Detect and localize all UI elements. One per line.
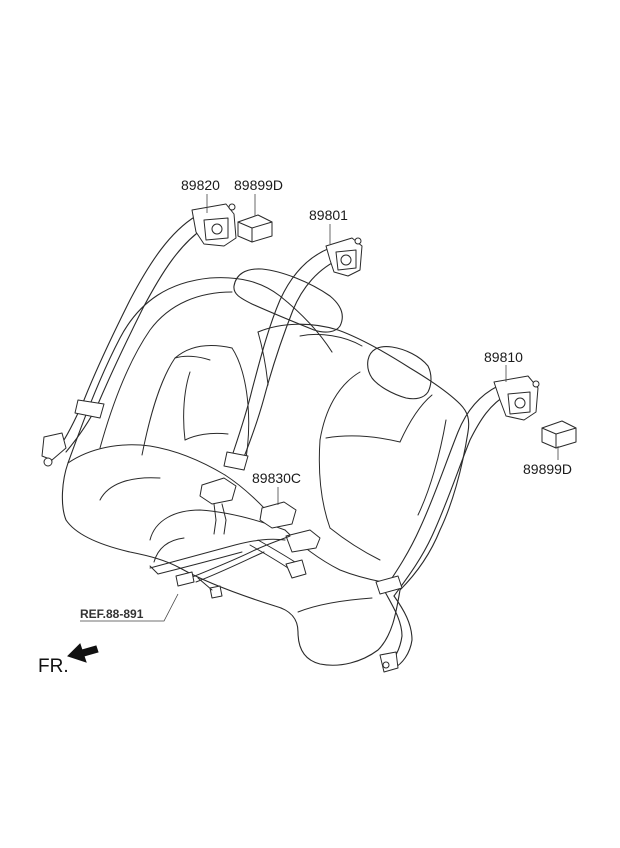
leader-lines (80, 194, 559, 622)
label-89899d-left: 89899D (234, 177, 283, 193)
seat-cushion (61, 444, 401, 666)
seat-back (67, 268, 470, 591)
label-89820: 89820 (181, 177, 220, 193)
left-outer-seat-belt (41, 203, 237, 467)
center-seat-belt (223, 237, 363, 471)
buckle-assembly (149, 477, 321, 599)
part-labels: 89820 89899D 89801 89810 89899D 89830C R… (38, 177, 572, 677)
label-89810: 89810 (484, 349, 523, 365)
clip-right (541, 420, 577, 449)
label-89801: 89801 (309, 207, 348, 223)
right-outer-seat-belt (375, 375, 540, 673)
label-89830c: 89830C (252, 470, 301, 486)
label-reference: REF.88-891 (80, 607, 144, 621)
clip-left (237, 214, 273, 243)
label-front: FR. (38, 656, 69, 677)
label-89899d-right: 89899D (523, 461, 572, 477)
front-arrow-icon (67, 643, 99, 663)
